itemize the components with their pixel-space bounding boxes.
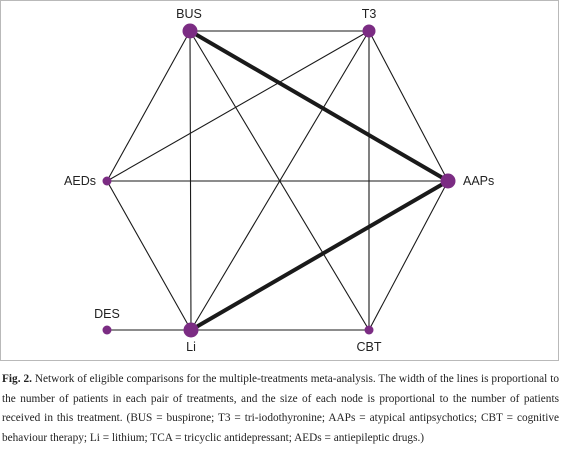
figure-caption: Fig. 2. Network of eligible comparisons … <box>2 370 559 448</box>
node-t3 <box>362 24 376 38</box>
node-label-des: DES <box>94 307 120 321</box>
node-label-bus: BUS <box>176 7 202 21</box>
network-edges <box>106 29 450 332</box>
node-label-t3: T3 <box>362 7 377 21</box>
node-des <box>102 325 112 335</box>
edge-bus-aaps <box>188 29 450 183</box>
node-label-aaps: AAPs <box>463 174 494 188</box>
edge-bus-aeds <box>106 30 191 182</box>
node-li <box>183 322 199 338</box>
caption-text: Network of eligible comparisons for the … <box>2 373 559 444</box>
node-label-aeds: AEDs <box>64 174 96 188</box>
node-aeds <box>102 176 112 186</box>
edge-t3-aeds <box>106 30 370 182</box>
network-nodes <box>102 23 456 338</box>
node-bus <box>182 23 198 39</box>
edge-aeds-li <box>106 180 192 331</box>
edge-t3-aaps <box>368 30 449 182</box>
node-aaps <box>440 173 456 189</box>
caption-label: Fig. 2. <box>2 373 32 385</box>
edge-li-aaps <box>189 179 450 332</box>
node-label-li: Li <box>186 340 196 354</box>
edge-aaps-cbt <box>368 180 449 331</box>
node-label-cbt: CBT <box>357 340 382 354</box>
node-cbt <box>364 325 374 335</box>
